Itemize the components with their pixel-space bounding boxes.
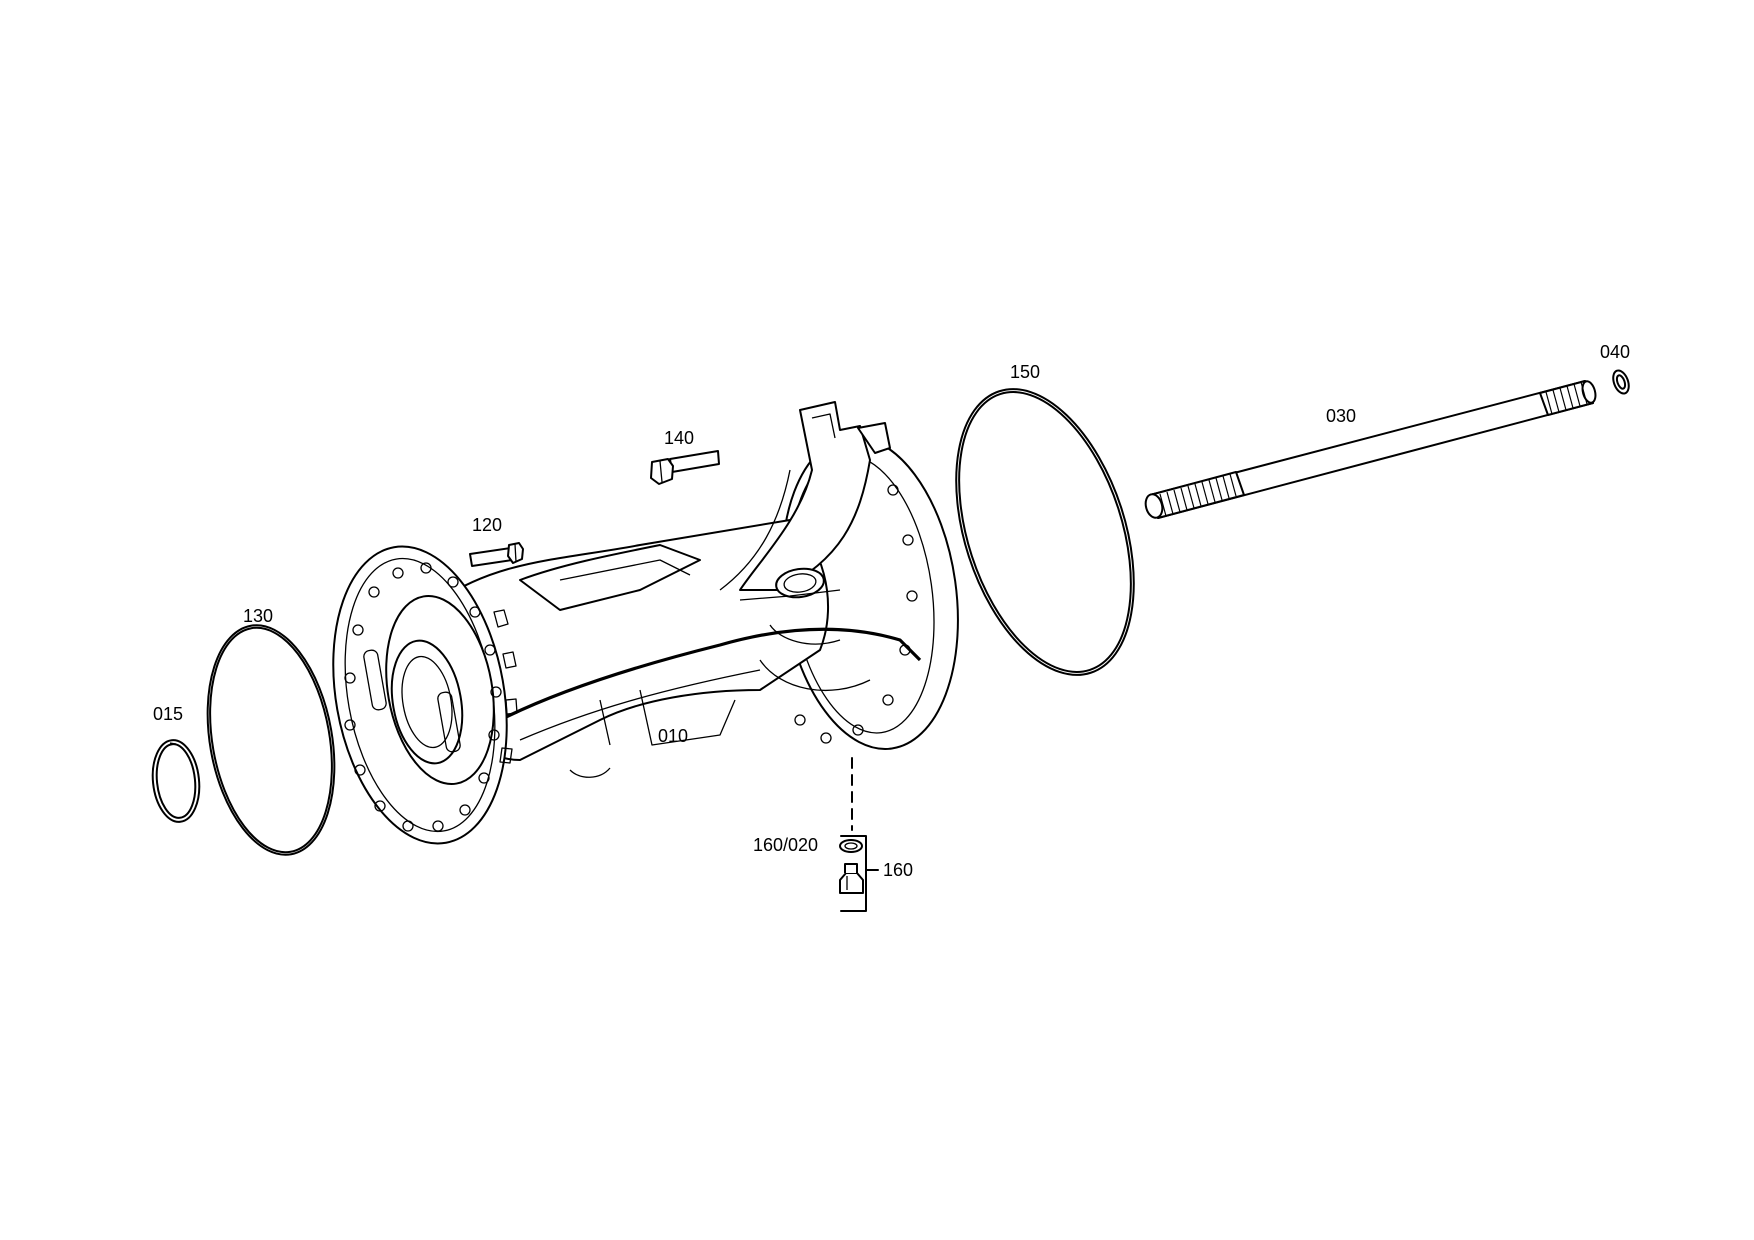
- left-flange-teeth: [493, 609, 518, 764]
- label-010: 010: [658, 726, 688, 746]
- label-150: 150: [1010, 362, 1040, 382]
- part-130-o-ring[interactable]: [191, 615, 351, 865]
- part-160-bracket: [840, 835, 867, 912]
- part-140-bolt[interactable]: [650, 450, 720, 485]
- label-160: 160: [883, 860, 913, 880]
- part-160-020-seal-ring: [839, 839, 863, 853]
- label-040: 040: [1600, 342, 1630, 362]
- part-120-bolt[interactable]: [469, 542, 524, 567]
- part-010-axle-housing[interactable]: [311, 401, 977, 857]
- part-030-axle-shaft[interactable]: [1143, 380, 1597, 520]
- part-160-drain-plug-assembly[interactable]: [839, 757, 879, 912]
- label-140: 140: [664, 428, 694, 448]
- shaft-thread-hatching-left: [1159, 473, 1237, 517]
- shaft-thread-hatching-right: [1545, 381, 1588, 415]
- left-flange-bolt-holes: [344, 562, 502, 832]
- label-120: 120: [472, 515, 502, 535]
- part-150-o-ring[interactable]: [923, 367, 1167, 698]
- label-160-020: 160/020: [753, 835, 818, 855]
- label-015: 015: [153, 704, 183, 724]
- right-flange-bolt-holes: [794, 456, 918, 744]
- label-130: 130: [243, 606, 273, 626]
- label-030: 030: [1326, 406, 1356, 426]
- part-015-snap-ring[interactable]: [149, 738, 203, 824]
- part-040-snap-ring[interactable]: [1610, 368, 1631, 395]
